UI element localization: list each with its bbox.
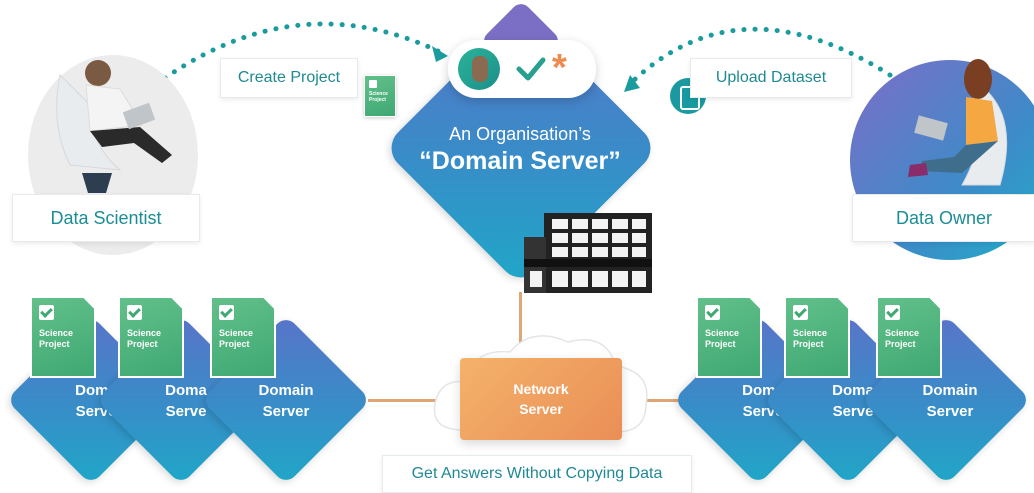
connector-right — [622, 399, 686, 402]
doc-label: Science Project — [885, 328, 920, 349]
asterisk-icon: * — [552, 47, 567, 89]
right-doc-1: Science Project — [696, 296, 762, 378]
doc-label: Science Project — [219, 328, 254, 349]
doc-label: Science Project — [369, 91, 388, 103]
right-domain-2-text: Doma Serve — [832, 382, 874, 420]
checkbox-icon — [219, 305, 234, 320]
create-project-label: Create Project — [220, 58, 358, 98]
data-scientist-illustration — [56, 60, 172, 193]
doc-label: Science Project — [127, 328, 162, 349]
checkbox-icon — [127, 305, 142, 320]
doc-label: Science Project — [793, 328, 828, 349]
right-domain-3-text: Domain Server — [922, 382, 978, 420]
checkbox-icon — [885, 305, 900, 320]
arrow-upload-dataset — [629, 26, 893, 85]
right-doc-3: Science Project — [876, 296, 942, 378]
data-scientist-label: Data Scientist — [12, 194, 200, 242]
get-answers-label: Get Answers Without Copying Data — [382, 455, 692, 493]
org-line1: An Organisation’s — [449, 124, 591, 144]
arrow-head-left — [432, 46, 448, 62]
left-doc-2: Science Project — [118, 296, 184, 378]
left-domain-2-text: Doma Serve — [165, 382, 207, 420]
left-domain-3-text: Domain Server — [258, 382, 314, 420]
network-server: Network Server — [460, 358, 622, 440]
upload-dataset-label: Upload Dataset — [690, 58, 852, 98]
network-line1: Network — [513, 381, 569, 397]
checkmark-icon — [516, 57, 546, 81]
left-doc-1: Science Project — [30, 296, 96, 378]
connector-left — [368, 399, 462, 402]
checkbox-icon — [705, 305, 720, 320]
left-doc-3: Science Project — [210, 296, 276, 378]
data-owner-illustration — [908, 59, 1008, 186]
doc-label: Science Project — [39, 328, 74, 349]
data-owner-label: Data Owner — [852, 194, 1034, 242]
checkbox-icon — [369, 80, 377, 88]
create-project-doc-icon: Science Project — [364, 75, 396, 117]
avatar-icon — [458, 48, 500, 90]
network-line2: Server — [519, 401, 563, 417]
org-line2: “Domain Server” — [419, 147, 621, 175]
checkbox-icon — [39, 305, 54, 320]
icon-pill: * — [448, 40, 596, 98]
connector-vertical — [519, 292, 522, 360]
right-doc-2: Science Project — [784, 296, 850, 378]
arrow-head-right — [624, 75, 640, 92]
checkbox-icon — [793, 305, 808, 320]
doc-label: Science Project — [705, 328, 740, 349]
building-icon — [524, 213, 652, 293]
